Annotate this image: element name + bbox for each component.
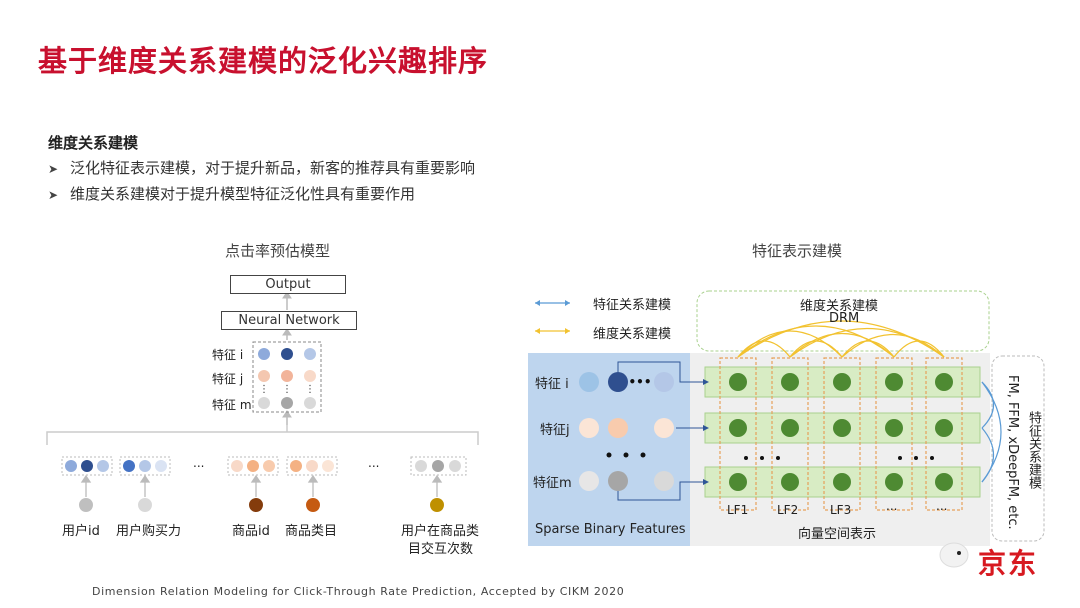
input-label: 用户在商品类 <box>401 524 480 539</box>
input-label: 用户id <box>62 524 100 539</box>
lf-label: ... <box>936 499 948 513</box>
feature-matrix-box <box>252 341 322 413</box>
bullet-text: 维度关系建模对于提升模型特征泛化性具有重要作用 <box>70 185 416 203</box>
left-diagram-title: 点击率预估模型 <box>225 242 331 260</box>
bullet-arrow-icon: ➤ <box>48 162 59 176</box>
legend-dimension-relation: 维度关系建模 <box>593 327 672 342</box>
drm-box <box>696 290 990 352</box>
legend-feature-relation: 特征关系建模 <box>593 298 672 313</box>
citation: Dimension Relation Modeling for Click-Th… <box>92 585 625 598</box>
svg-text:⋮: ⋮ <box>305 384 315 395</box>
side-model-box <box>991 355 1045 542</box>
svg-text:⋮: ⋮ <box>259 384 269 395</box>
vector-space-label: 向量空间表示 <box>798 527 877 542</box>
svg-text:⋮: ⋮ <box>282 384 292 395</box>
bullet-text: 泛化特征表示建模，对于提升新品，新客的推荐具有重要影响 <box>70 159 476 177</box>
sparse-row-label: 特征m <box>533 476 572 491</box>
page-title: 基于维度关系建模的泛化兴趣排序 <box>38 44 489 78</box>
drm-arcs <box>737 320 945 358</box>
bullet-item: ➤ 泛化特征表示建模，对于提升新品，新客的推荐具有重要影响 <box>48 157 475 178</box>
svg-text:•••: ••• <box>628 375 651 389</box>
sparse-features-label: Sparse Binary Features <box>535 522 686 537</box>
input-label: 商品id <box>232 524 270 539</box>
input-nodes <box>79 498 444 512</box>
input-label: 用户购买力 <box>116 524 182 539</box>
feature-matrix-nodes: ⋮ ⋮ ⋮ <box>258 348 316 409</box>
section-heading: 维度关系建模 <box>48 134 139 152</box>
bullet-arrow-icon: ➤ <box>48 188 59 202</box>
input-label: 目交互次数 <box>408 542 474 557</box>
bullet-item: ➤ 维度关系建模对于提升模型特征泛化性具有重要作用 <box>48 183 415 204</box>
sparse-nodes: ••• <box>579 372 674 491</box>
sparse-row-label: 特征j <box>540 423 570 438</box>
vector-nodes <box>729 373 953 491</box>
brand-logo: 京东 <box>978 547 1039 580</box>
bracket <box>46 431 479 445</box>
feature-relation-arcs <box>981 381 1002 483</box>
drm-short-label: DRM <box>829 311 860 326</box>
lf-label: LF1 <box>727 503 749 517</box>
side-relation-label: 特征关系建模 <box>1026 411 1041 489</box>
feature-row-label: 特征 j <box>212 372 244 386</box>
side-models-label: FM, FFM, xDeepFM, etc. <box>1005 375 1020 530</box>
neural-network-box: Neural Network <box>221 311 357 330</box>
lf-label: LF2 <box>777 503 799 517</box>
sparse-row-label: 特征 i <box>535 377 569 392</box>
feature-row-label: 特征 m <box>212 398 252 412</box>
right-diagram-title: 特征表示建模 <box>752 242 843 260</box>
legend-arrows <box>535 300 570 334</box>
ellipsis: ... <box>368 456 380 470</box>
lf-label: ... <box>886 499 898 513</box>
drm-label: 维度关系建模 <box>800 299 879 314</box>
embedding-groups <box>61 456 467 476</box>
output-box: Output <box>230 275 346 294</box>
feature-row-label: 特征 i <box>212 348 244 362</box>
ellipsis: ... <box>193 456 205 470</box>
input-label: 商品类目 <box>285 524 338 539</box>
lf-label: LF3 <box>830 503 852 517</box>
mascot-logo <box>936 536 970 570</box>
